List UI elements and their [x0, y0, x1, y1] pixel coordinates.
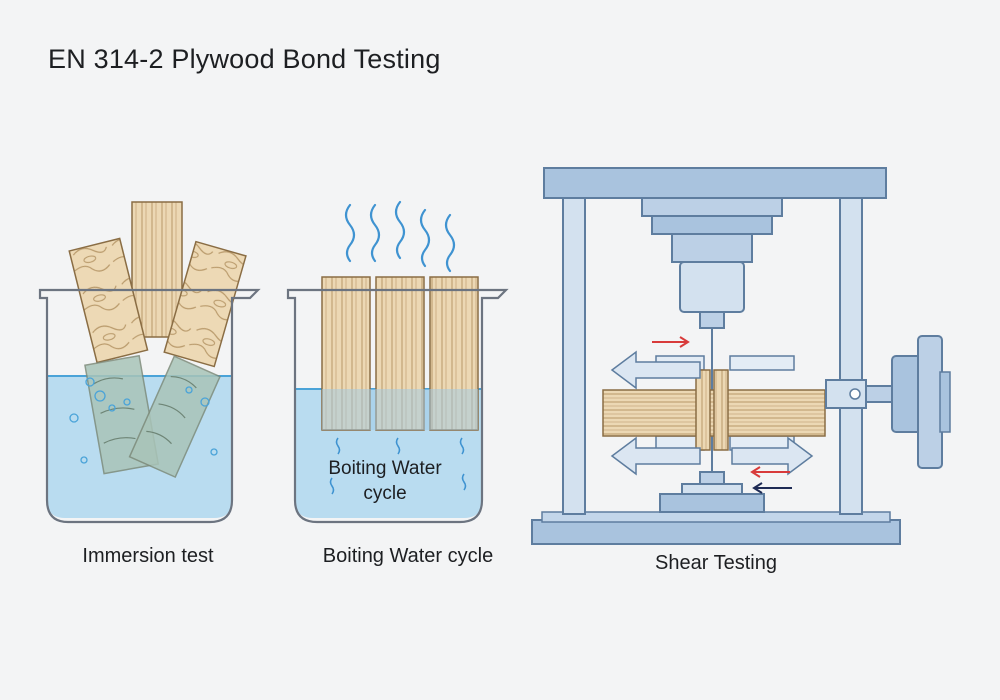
plywood-strip-icon: [128, 355, 221, 479]
caption-boiling: Boiting Water cycle: [322, 545, 494, 567]
bubble-icon: [69, 377, 218, 464]
immersion-beaker: [38, 201, 261, 524]
bubble-icon: [329, 437, 467, 495]
steam-icon: [344, 200, 456, 273]
plywood-strip-icon: [131, 201, 183, 338]
force-arrow-icon: [652, 336, 792, 494]
page-title: EN 314-2 Plywood Bond Testing: [48, 44, 441, 74]
boiling-beaker: Boiting Water cycle: [286, 200, 509, 524]
force-arrow-icon: [610, 350, 701, 390]
beaker-icon: [38, 288, 261, 524]
plywood-strip-icon: [163, 240, 247, 368]
caption-immersion: Immersion test: [82, 545, 214, 567]
caption-shear: Shear Testing: [655, 552, 777, 574]
shear-press-icon: [531, 167, 951, 545]
beaker-icon: [286, 288, 509, 524]
boiling-inner-label-line1: Boiting Water: [328, 458, 442, 479]
boiling-inner-label-line2: cycle: [363, 483, 406, 504]
force-arrow-icon: [610, 436, 701, 476]
plywood-strip-icon: [68, 237, 149, 364]
